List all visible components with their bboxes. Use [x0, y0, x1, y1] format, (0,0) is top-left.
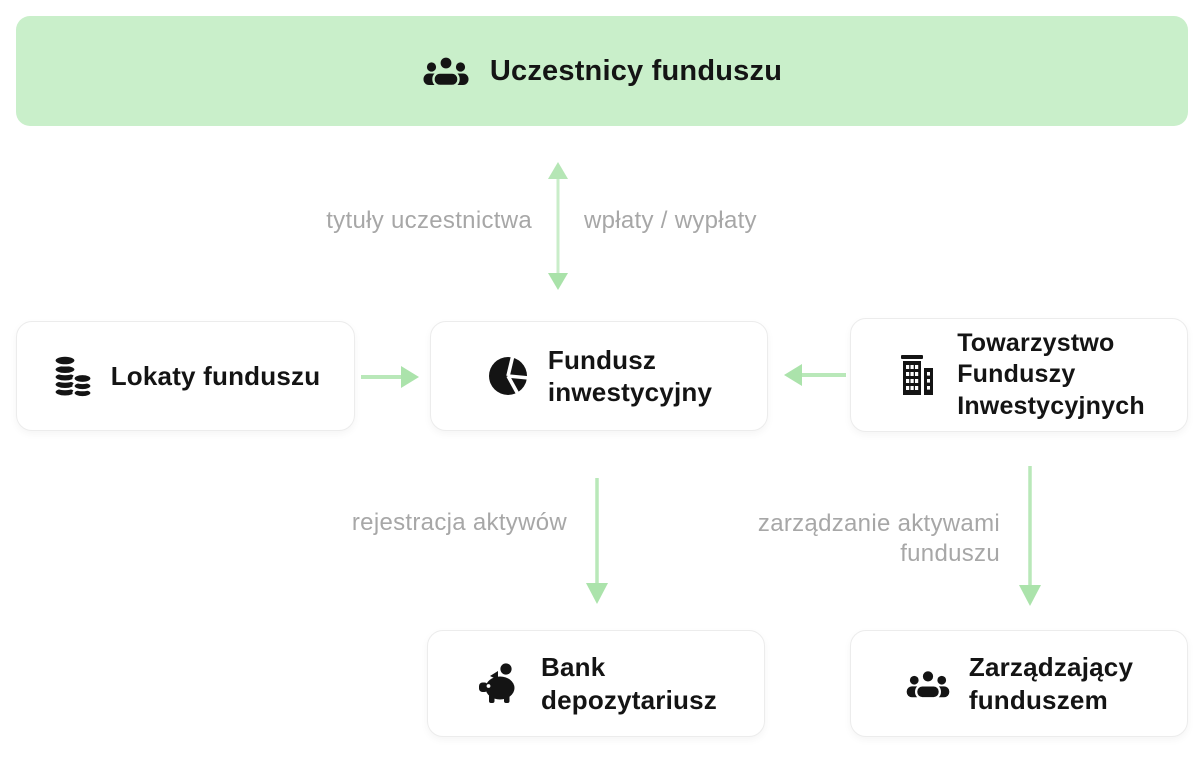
- participants-banner: Uczestnicy funduszu: [16, 16, 1188, 126]
- arrow-tfi-to-fund: [784, 362, 846, 388]
- label-asset-management: zarządzanie aktywami funduszu: [757, 510, 1000, 567]
- node-tfi: Towarzystwo Funduszy Inwestycyjnych: [850, 318, 1188, 432]
- building-icon: [893, 351, 939, 399]
- node-investment-fund: Fundusz inwestycyjny: [430, 321, 768, 431]
- coins-icon: [51, 352, 93, 400]
- pie-chart-icon: [486, 354, 530, 398]
- arrow-deposits-to-fund: [361, 364, 419, 390]
- arrow-tfi-to-manager: [1017, 466, 1043, 606]
- participants-banner-label: Uczestnicy funduszu: [489, 54, 783, 87]
- label-payments: wpłaty / wypłaty: [584, 207, 757, 234]
- arrow-fund-to-bank: [584, 478, 610, 604]
- node-fund-deposits: Lokaty funduszu: [16, 321, 355, 431]
- piggy-bank-icon: [475, 661, 523, 707]
- node-investment-fund-label: Fundusz inwestycyjny: [547, 344, 713, 408]
- node-fund-manager: Zarządzający funduszem: [850, 630, 1188, 737]
- people-group-icon: [905, 666, 951, 702]
- node-depositary-bank-label: Bank depozytariusz: [541, 652, 717, 715]
- arrow-participants-fund: [544, 162, 572, 290]
- people-group-icon: [422, 52, 470, 90]
- node-tfi-label: Towarzystwo Funduszy Inwestycyjnych: [957, 329, 1145, 420]
- node-fund-manager-label: Zarządzający funduszem: [968, 652, 1134, 715]
- label-participation-titles: tytuły uczestnictwa: [326, 207, 532, 234]
- node-fund-deposits-label: Lokaty funduszu: [110, 360, 321, 391]
- label-asset-registration: rejestracja aktywów: [351, 509, 567, 536]
- node-depositary-bank: Bank depozytariusz: [427, 630, 765, 737]
